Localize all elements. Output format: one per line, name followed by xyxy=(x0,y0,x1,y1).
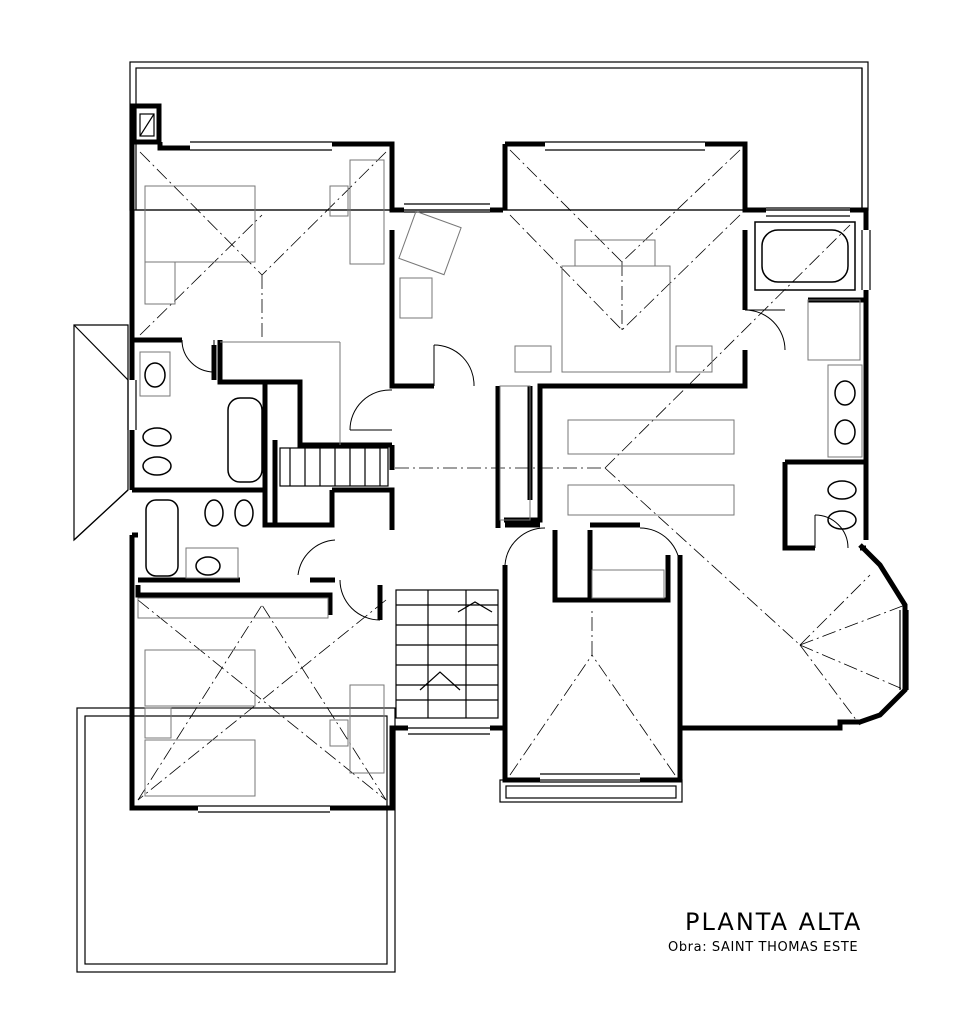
roof-hip-lines xyxy=(137,149,906,801)
windows xyxy=(127,141,909,813)
bath-fixtures xyxy=(139,221,863,579)
doors xyxy=(181,309,849,621)
lower-terrace xyxy=(76,707,683,973)
plan-subtitle: Obra: SAINT THOMAS ESTE xyxy=(668,940,859,955)
staircase xyxy=(279,447,499,719)
title-block: PLANTA ALTA Obra: SAINT THOMAS ESTE xyxy=(668,908,908,956)
furniture xyxy=(137,159,735,797)
plan-title: PLANTA ALTA xyxy=(685,908,863,936)
interior-walls xyxy=(132,297,866,620)
chimney xyxy=(130,103,162,145)
